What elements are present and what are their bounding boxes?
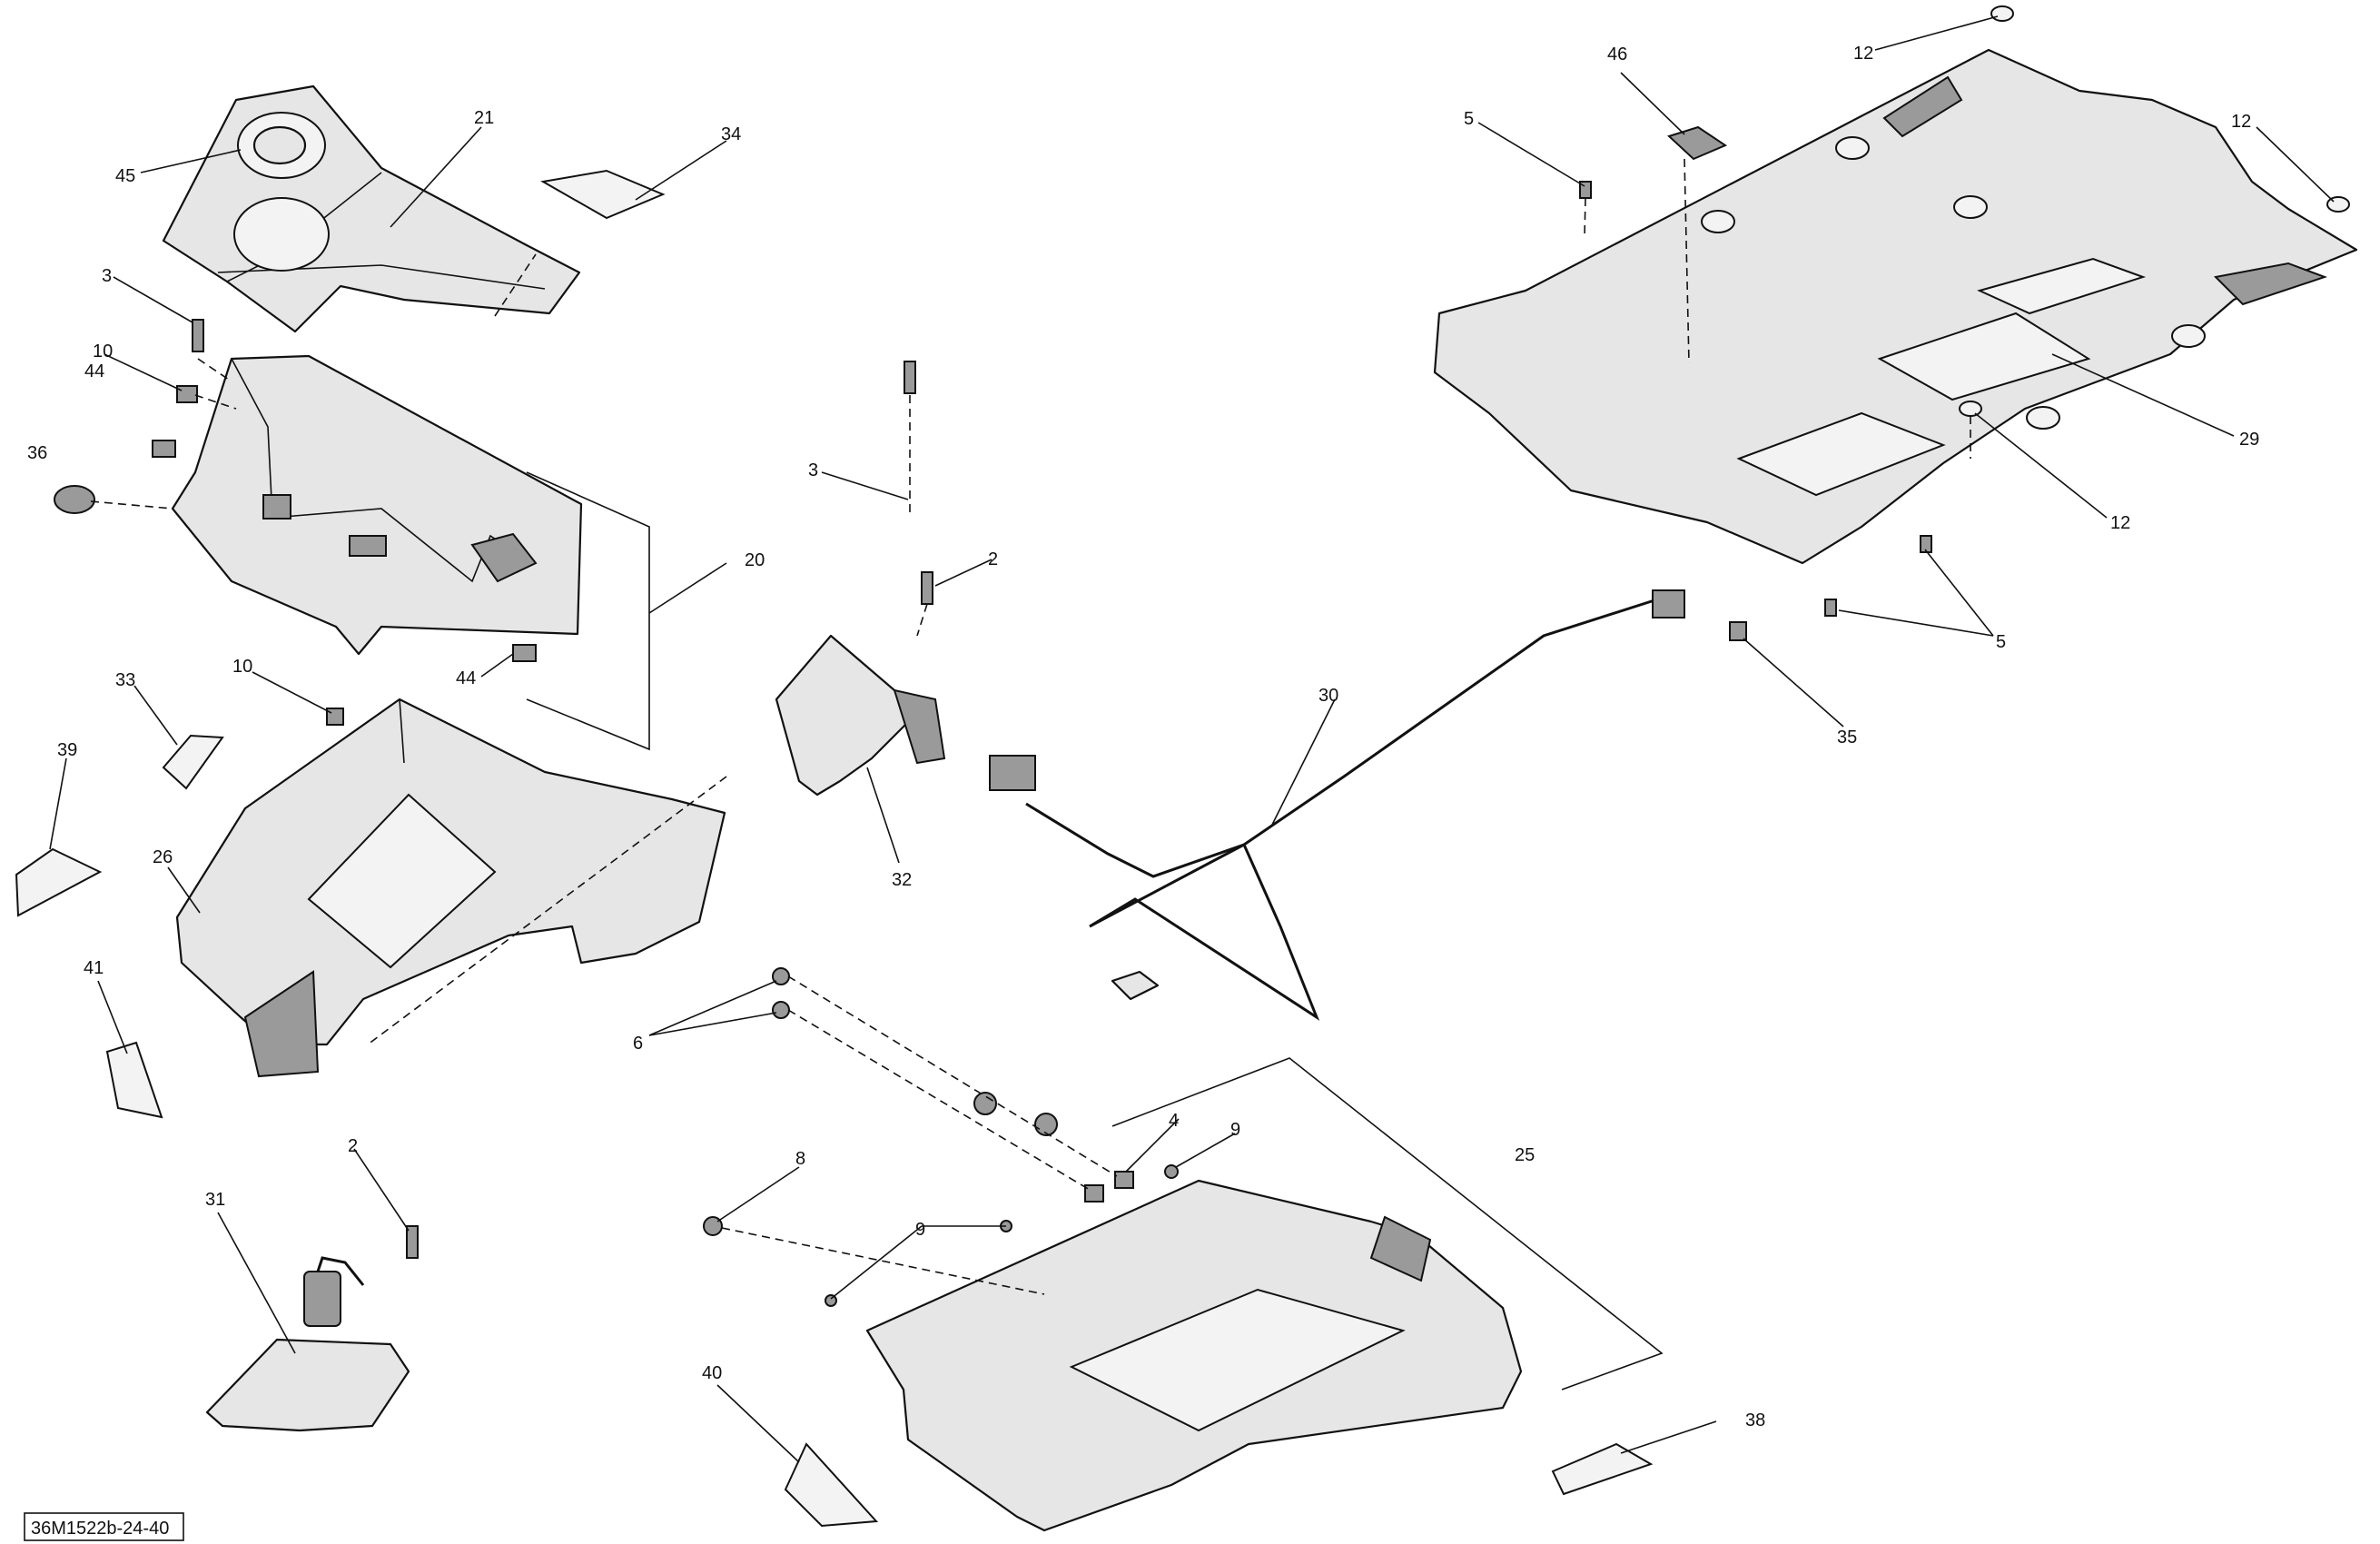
- part-9-screw-icon: [1164, 1164, 1179, 1179]
- part-2-screw-2-icon: [406, 1225, 419, 1259]
- part-44-clip-icon: [152, 440, 176, 458]
- callout-2-b: 2: [988, 549, 998, 569]
- callout-40: 40: [702, 1363, 722, 1383]
- part-46-label: [1667, 125, 1728, 161]
- callout-5-b: 5: [1996, 632, 2006, 652]
- callout-32: 32: [892, 870, 912, 890]
- callout-10-b: 10: [232, 657, 252, 677]
- nut-icon: [1084, 1184, 1104, 1203]
- callout-35: 35: [1837, 727, 1857, 747]
- callout-6: 6: [633, 1034, 643, 1054]
- part-38-decal: [1551, 1442, 1654, 1496]
- callout-29: 29: [2239, 430, 2259, 450]
- part-12-plug-icon: [1990, 5, 2014, 22]
- part-3-screw-2-icon: [904, 361, 916, 394]
- part-6-fastener-2-icon: [772, 1001, 790, 1019]
- callout-labels: 21 34 45 3 10 44 36 20 44 10 33 39 26 41…: [27, 44, 2259, 1430]
- callout-41: 41: [84, 958, 104, 978]
- part-33-decal: [162, 734, 224, 790]
- callout-46: 46: [1607, 45, 1627, 64]
- part-10-clip-icon: [176, 385, 198, 403]
- callout-26: 26: [153, 847, 173, 867]
- part-29-skid-plate: [1433, 48, 2358, 565]
- callout-9: 9: [915, 1220, 925, 1240]
- callout-25: 25: [1515, 1145, 1535, 1165]
- callout-20: 20: [745, 550, 765, 570]
- callout-3-b: 3: [808, 460, 818, 480]
- callout-12-b: 12: [2231, 112, 2251, 132]
- part-39-decal: [15, 847, 103, 917]
- part-41-decal: [105, 1041, 163, 1119]
- harness-clip: [1111, 970, 1160, 1001]
- callout-5: 5: [1464, 109, 1474, 129]
- part-44-clip-2-icon: [512, 644, 537, 662]
- callout-2: 2: [348, 1136, 358, 1156]
- leader-lines: [49, 15, 2335, 1463]
- callout-44-b: 44: [456, 668, 476, 688]
- part-35-clip-icon: [1729, 621, 1747, 641]
- callout-34: 34: [721, 124, 741, 144]
- part-3-screw-icon: [192, 319, 204, 352]
- part-9-screw-3-icon: [825, 1294, 837, 1307]
- fastener-2-icon: [1034, 1113, 1058, 1136]
- part-31-light-module: [205, 1256, 410, 1432]
- part-10-clip-2-icon: [326, 708, 344, 726]
- callout-38: 38: [1745, 1410, 1765, 1430]
- part-5-screw-2-icon: [1920, 535, 1932, 553]
- part-21-top-cover: [162, 84, 581, 333]
- drawing-code-box: 36M1522b-24-40: [24, 1512, 184, 1541]
- callout-4: 4: [1169, 1111, 1179, 1131]
- callout-12: 12: [1853, 44, 1873, 64]
- part-12-plug-3-icon: [1959, 401, 1982, 417]
- part-30-wire-harness: [989, 589, 1685, 1021]
- assembly-lines: [90, 158, 1971, 1295]
- callout-45: 45: [115, 166, 135, 186]
- part-36-grommet-icon: [54, 485, 95, 514]
- part-40-decal: [784, 1442, 879, 1528]
- part-32-bracket: [775, 634, 946, 797]
- callout-12-c: 12: [2110, 513, 2130, 533]
- callout-8: 8: [795, 1149, 805, 1169]
- callout-44: 44: [84, 361, 104, 381]
- callout-31: 31: [205, 1190, 225, 1210]
- hardware: [54, 5, 2350, 1307]
- callout-30: 30: [1318, 686, 1338, 706]
- part-20-console: [171, 354, 583, 656]
- callout-39: 39: [57, 740, 77, 760]
- part-25-tray: [865, 1179, 1523, 1532]
- part-26-housing: [175, 698, 726, 1078]
- part-5-screw-3-icon: [1824, 599, 1837, 617]
- callout-33: 33: [115, 670, 135, 690]
- callout-10: 10: [93, 341, 113, 361]
- part-4-nut-icon: [1114, 1171, 1134, 1189]
- part-34-decal: [540, 169, 666, 220]
- callout-3: 3: [102, 266, 112, 286]
- callout-21: 21: [474, 108, 494, 128]
- part-2-screw-icon: [921, 571, 933, 605]
- fastener-icon: [973, 1092, 997, 1115]
- callout-9-b: 9: [1230, 1120, 1240, 1140]
- callout-36: 36: [27, 443, 47, 463]
- drawing-code: 36M1522b-24-40: [31, 1519, 169, 1539]
